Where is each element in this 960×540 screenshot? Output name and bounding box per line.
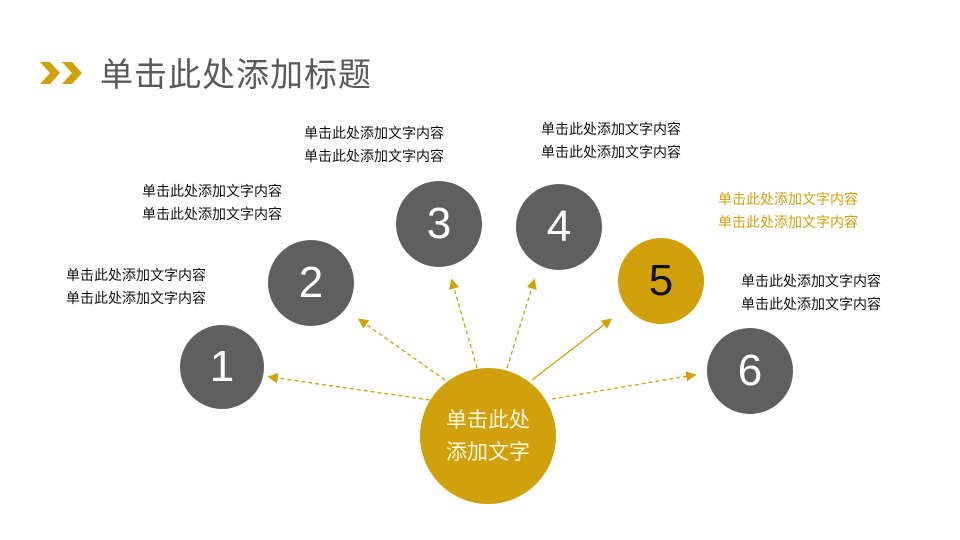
- text-line: 单击此处添加文字内容: [142, 184, 282, 200]
- page-title[interactable]: 单击此处添加标题: [100, 55, 372, 94]
- text-line: 单击此处添加文字内容: [541, 122, 681, 138]
- text-line: 单击此处添加文字内容: [304, 126, 444, 142]
- step-circle-5[interactable]: 5: [618, 238, 704, 324]
- text-line: 单击此处添加文字内容: [541, 145, 681, 161]
- double-chevron-right-icon: [40, 62, 82, 84]
- text-block-2[interactable]: 单击此处添加文字内容 单击此处添加文字内容: [142, 181, 282, 227]
- text-block-3[interactable]: 单击此处添加文字内容 单击此处添加文字内容: [304, 123, 444, 169]
- step-circle-1[interactable]: 1: [180, 325, 264, 409]
- text-line: 单击此处添加文字内容: [741, 297, 881, 313]
- step-circle-3[interactable]: 3: [396, 181, 482, 267]
- step-circle-4[interactable]: 4: [516, 184, 602, 270]
- center-text-line1: 单击此处: [446, 408, 530, 432]
- step-number: 4: [546, 202, 572, 251]
- text-line: 单击此处添加文字内容: [66, 268, 206, 284]
- step-circle-6[interactable]: 6: [707, 328, 793, 414]
- text-line: 单击此处添加文字内容: [142, 207, 282, 223]
- text-block-1[interactable]: 单击此处添加文字内容 单击此处添加文字内容: [66, 265, 206, 311]
- center-circle[interactable]: 单击此处 添加文字: [420, 368, 556, 504]
- text-line: 单击此处添加文字内容: [741, 274, 881, 290]
- text-line: 单击此处添加文字内容: [304, 149, 444, 165]
- text-line: 单击此处添加文字内容: [718, 215, 858, 231]
- step-circle-2[interactable]: 2: [268, 240, 354, 326]
- center-text-line2: 添加文字: [446, 440, 530, 464]
- text-line: 单击此处添加文字内容: [718, 192, 858, 208]
- step-number: 5: [648, 256, 674, 305]
- step-number: 6: [737, 346, 763, 395]
- step-number: 1: [209, 342, 235, 391]
- step-number: 3: [426, 199, 452, 248]
- text-block-6[interactable]: 单击此处添加文字内容 单击此处添加文字内容: [741, 271, 881, 317]
- text-line: 单击此处添加文字内容: [66, 291, 206, 307]
- text-block-4[interactable]: 单击此处添加文字内容 单击此处添加文字内容: [541, 119, 681, 165]
- text-block-5[interactable]: 单击此处添加文字内容 单击此处添加文字内容: [718, 189, 858, 235]
- step-number: 2: [298, 258, 324, 307]
